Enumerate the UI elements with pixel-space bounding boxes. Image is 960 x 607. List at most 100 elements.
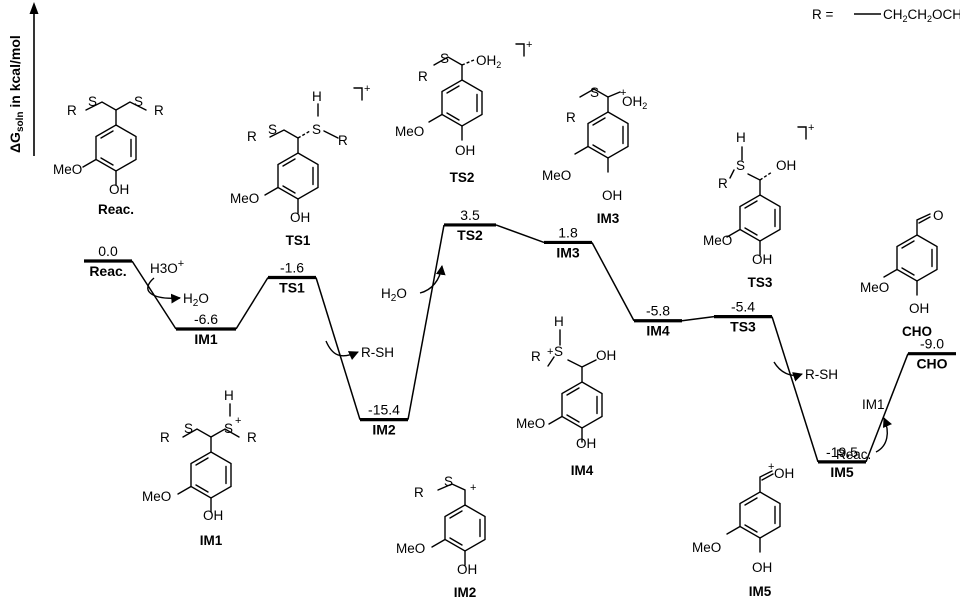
svg-text:+: + <box>526 39 532 51</box>
energy-value-ts1: -1.6 <box>280 259 304 275</box>
structure-ts1: R S S H R + MeO OH TS1 <box>230 83 370 248</box>
svg-text:+: + <box>235 415 241 427</box>
connector-im1-ts1 <box>235 277 269 330</box>
svg-text:S: S <box>88 94 97 109</box>
svg-text:S: S <box>444 474 453 489</box>
svg-text:S: S <box>184 421 193 436</box>
connector-im4-ts3 <box>681 315 715 322</box>
level-label-im5: IM5 <box>830 464 854 480</box>
svg-text:OH: OH <box>203 508 223 523</box>
svg-text:R: R <box>154 103 164 118</box>
svg-text:OH: OH <box>909 301 929 316</box>
reac-label-arrow: Reac. <box>836 447 871 462</box>
svg-text:R: R <box>160 430 170 445</box>
svg-text:R: R <box>718 176 728 191</box>
svg-text:OH: OH <box>752 560 772 575</box>
r-group-text: CH2CH2OCH3 <box>883 7 960 24</box>
svg-text:R: R <box>531 349 541 364</box>
svg-text:R =: R = <box>812 7 834 22</box>
svg-text:O: O <box>933 208 944 223</box>
svg-text:R: R <box>247 430 257 445</box>
structure-ts3: R S H OH + MeO OH TS3 <box>703 122 814 290</box>
svg-text:+: + <box>808 122 814 134</box>
h2o-out-label: H2O <box>183 291 209 309</box>
svg-text:MeO: MeO <box>703 233 732 248</box>
svg-text:R: R <box>566 110 576 125</box>
svg-text:OH2: OH2 <box>622 94 647 111</box>
level-label-im1: IM1 <box>194 331 218 347</box>
connector-ts3-im5 <box>771 316 819 463</box>
energy-value-im5: -19.5 <box>826 444 858 460</box>
svg-text:MeO: MeO <box>542 168 571 183</box>
svg-text:OH: OH <box>457 562 477 577</box>
svg-text:H: H <box>312 89 322 104</box>
svg-text:S: S <box>554 344 563 359</box>
y-axis-label: ΔGsoln in kcal/mol <box>7 35 26 153</box>
connector-ts2-im3 <box>495 224 545 244</box>
structure-im5: + OH MeO OH IM5 <box>692 461 794 599</box>
svg-text:IM3: IM3 <box>597 211 620 226</box>
energy-value-im1: -6.6 <box>194 311 218 327</box>
svg-text:OH2: OH2 <box>476 53 501 70</box>
level-label-im3: IM3 <box>556 244 580 260</box>
h3o-label: H3O+ <box>150 258 184 276</box>
level-label-ts2: TS2 <box>457 227 483 243</box>
connector-im5-cho <box>865 353 909 463</box>
svg-text:IM4: IM4 <box>571 463 594 478</box>
svg-text:S: S <box>440 51 449 66</box>
svg-text:R: R <box>67 103 77 118</box>
svg-text:+: + <box>768 461 774 473</box>
svg-text:MeO: MeO <box>516 416 545 431</box>
svg-text:S: S <box>312 122 321 137</box>
level-label-reac: Reac. <box>89 263 126 279</box>
connector-im2-ts2 <box>407 224 445 420</box>
svg-text:Reac.: Reac. <box>98 202 134 217</box>
energy-value-ts3: -5.4 <box>731 299 755 315</box>
svg-text:S: S <box>736 158 745 173</box>
svg-text:S: S <box>590 85 599 100</box>
structure-im4: R + S H OH MeO OH IM4 <box>516 314 616 478</box>
rsh-label-2: R-SH <box>805 367 838 382</box>
im1-label-arrow: IM1 <box>862 397 885 412</box>
level-label-cho: CHO <box>916 356 947 372</box>
svg-text:MeO: MeO <box>395 124 424 139</box>
svg-text:R: R <box>414 485 424 500</box>
svg-text:TS2: TS2 <box>450 170 475 185</box>
svg-text:+: + <box>620 87 626 99</box>
svg-text:OH: OH <box>752 252 772 267</box>
energy-value-im4: -5.8 <box>646 303 670 319</box>
svg-text:S: S <box>268 122 277 137</box>
svg-text:IM5: IM5 <box>749 584 772 599</box>
svg-text:H: H <box>736 130 746 145</box>
level-label-ts1: TS1 <box>279 279 305 295</box>
svg-text:+: + <box>547 346 553 358</box>
svg-text:OH: OH <box>596 348 616 363</box>
svg-text:OH: OH <box>290 210 310 225</box>
energy-value-reac: 0.0 <box>98 243 118 259</box>
svg-text:CHO: CHO <box>902 324 932 339</box>
energy-value-cho: -9.0 <box>920 336 944 352</box>
svg-text:OH: OH <box>776 158 796 173</box>
svg-text:TS1: TS1 <box>286 233 311 248</box>
svg-text:IM2: IM2 <box>454 585 477 600</box>
structure-cho: O MeO OH CHO <box>860 208 944 339</box>
y-axis: ΔGsoln in kcal/mol <box>7 2 39 156</box>
level-label-ts3: TS3 <box>730 319 756 335</box>
rsh-label-1: R-SH <box>361 345 394 360</box>
svg-text:OH: OH <box>109 182 129 197</box>
svg-text:R: R <box>247 129 257 144</box>
svg-text:R: R <box>338 133 348 148</box>
svg-text:MeO: MeO <box>53 162 82 177</box>
svg-text:MeO: MeO <box>142 489 171 504</box>
svg-text:S: S <box>224 421 233 436</box>
level-label-im2: IM2 <box>372 422 396 438</box>
svg-text:MeO: MeO <box>396 541 425 556</box>
structure-ts2: R S OH2 + MeO OH TS2 <box>395 39 532 185</box>
h2o-in-label: H2O <box>381 286 407 304</box>
svg-text:OH: OH <box>455 143 475 158</box>
structure-reac: R S S R MeO OH Reac. <box>53 94 164 217</box>
annotations: H3O+ H2O R-SH H2O R-SH Reac. IM1 <box>147 258 892 462</box>
svg-text:MeO: MeO <box>230 191 259 206</box>
